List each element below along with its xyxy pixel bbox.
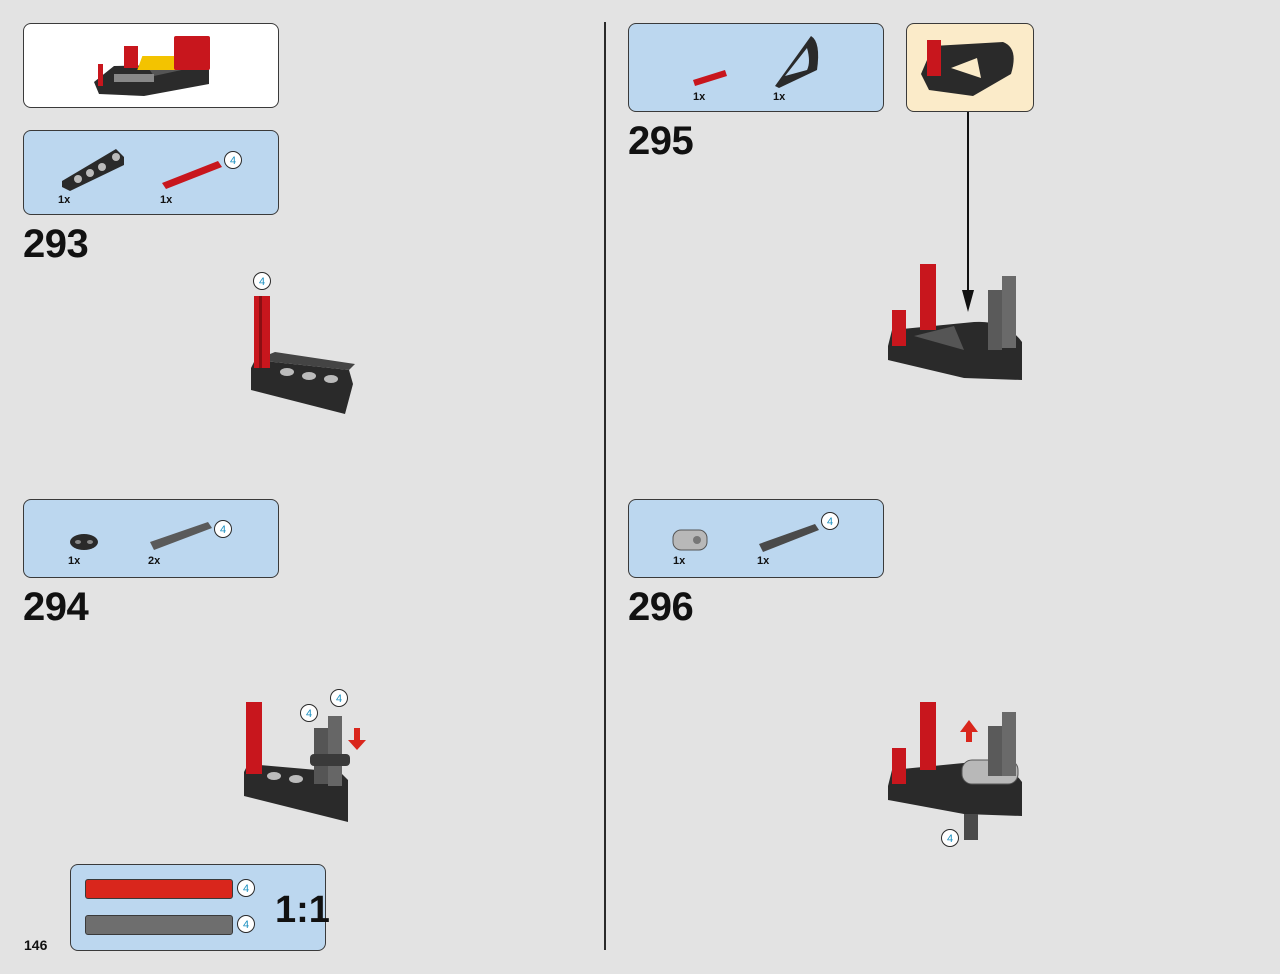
step-296-model-icon	[888, 702, 1022, 840]
subassembly-preview-box	[23, 23, 279, 108]
red-axle-4-icon	[162, 161, 222, 189]
scale-key-gray-callout: 4	[237, 915, 255, 933]
step-295-part-2-qty: 1x	[773, 91, 786, 103]
scale-key-box: 4 4 1:1	[70, 864, 330, 951]
step-295-model-icon	[888, 264, 1022, 380]
step-293-part-2-qty: 1x	[160, 194, 173, 206]
step-296-part-2-qty: 1x	[757, 555, 770, 567]
gray-axle-scale-bar	[85, 915, 233, 935]
gray-axle-4-icon	[150, 522, 212, 550]
step-293-model-callout: 4	[253, 272, 271, 290]
step-294-model-icon	[244, 702, 366, 822]
step-293-model-icon	[251, 296, 355, 414]
subassembly-model-icon	[94, 36, 210, 96]
step-296-part-callout: 4	[821, 512, 839, 530]
page-number: 146	[24, 937, 48, 953]
step-296-number: 296	[628, 585, 694, 629]
red-axle-scale-bar	[85, 879, 233, 899]
axle-connector-icon	[70, 534, 98, 550]
page-divider	[604, 22, 606, 950]
step-294-part-2-qty: 2x	[148, 555, 161, 567]
red-axle-2-icon	[693, 70, 727, 86]
step-294-part-callout: 4	[214, 520, 232, 538]
step-293-parts-box: 1x 1x 4	[23, 130, 279, 215]
step-296-part-1-qty: 1x	[673, 555, 686, 567]
substep-arrow-icon	[962, 112, 974, 312]
step-295-parts-box: 1x 1x	[628, 23, 884, 112]
step-294-part-1-qty: 1x	[68, 555, 81, 567]
step-294-model-callout-2: 4	[330, 689, 348, 707]
step-296-model-callout: 4	[941, 829, 959, 847]
triangle-liftarm-icon	[775, 36, 819, 88]
step-295-number: 295	[628, 119, 694, 163]
step-294-model-callout-1: 4	[300, 704, 318, 722]
step-296-parts-box: 1x 1x 4	[628, 499, 884, 578]
step-294-number: 294	[23, 585, 89, 629]
dark-gray-axle-4-icon	[759, 524, 819, 552]
step-295-substep-box	[906, 23, 1034, 112]
step-294-parts-box: 1x 2x 4	[23, 499, 279, 578]
step-293-part-callout: 4	[224, 151, 242, 169]
light-gray-connector-icon	[672, 529, 708, 551]
technic-liftarm-l-icon	[62, 149, 124, 191]
step-293-part-1-qty: 1x	[58, 194, 71, 206]
scale-key-red-callout: 4	[237, 879, 255, 897]
step-293-number: 293	[23, 222, 89, 266]
step-295-part-1-qty: 1x	[693, 91, 706, 103]
substep-model-icon	[921, 40, 1014, 96]
scale-label: 1:1	[275, 889, 330, 931]
